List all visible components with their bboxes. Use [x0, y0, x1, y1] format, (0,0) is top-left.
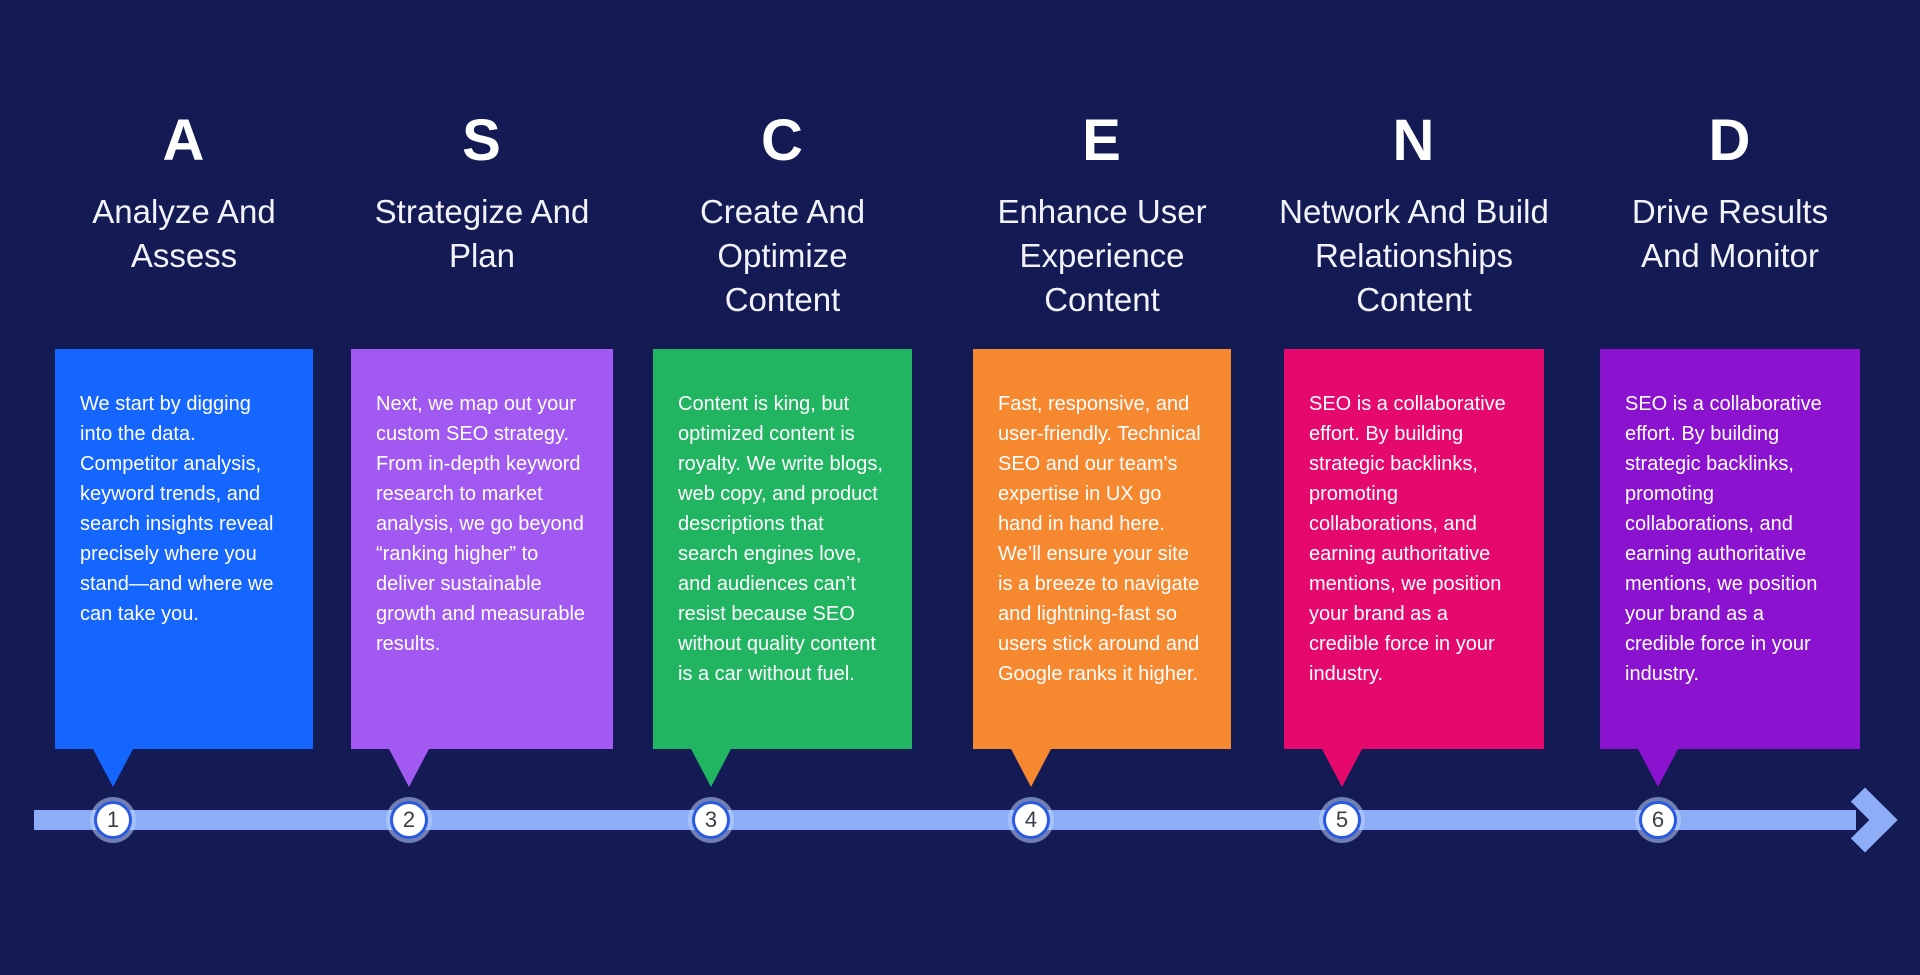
step-card: SEO is a collaborative effort. By buildi… [1600, 349, 1860, 787]
timeline-marker-3: 3 [692, 801, 730, 839]
step-title: Network And Build Relationships Content [1279, 193, 1549, 318]
timeline-marker-5: 5 [1323, 801, 1361, 839]
step-letter: A [162, 108, 206, 173]
step-letter: C [761, 108, 804, 173]
marker-number: 5 [1335, 807, 1349, 832]
timeline-marker-4: 4 [1012, 801, 1050, 839]
step-header: A Analyze And Assess [0, 112, 394, 278]
marker-number: 2 [402, 807, 416, 832]
timeline-marker-1: 1 [94, 801, 132, 839]
marker-number: 6 [1651, 807, 1665, 832]
step-title: Analyze And Assess [92, 193, 276, 274]
step-title: Enhance User Experience Content [997, 193, 1207, 318]
step-title: Strategize And Plan [374, 193, 590, 274]
step-column-strategize: S Strategize And Plan Next, we map out y… [351, 112, 613, 812]
step-card: Fast, responsive, and user-friendly. Tec… [973, 349, 1231, 787]
step-description: Content is king, but optimized content i… [678, 393, 883, 685]
step-header: N Network And Build Relationships Conten… [1204, 112, 1624, 322]
step-header: S Strategize And Plan [272, 112, 692, 278]
marker-number: 4 [1024, 807, 1038, 832]
step-card: Next, we map out your custom SEO strateg… [351, 349, 613, 787]
step-header: C Create And Optimize Content [573, 112, 993, 322]
marker-number: 1 [106, 807, 120, 832]
step-description: Next, we map out your custom SEO strateg… [376, 393, 586, 655]
step-column-enhance: E Enhance User Experience Content Fast, … [973, 112, 1231, 812]
step-letter: S [462, 108, 502, 173]
speech-bubble-tail [93, 749, 133, 787]
step-description: SEO is a collaborative effort. By buildi… [1625, 393, 1822, 685]
step-letter: E [1082, 108, 1122, 173]
timeline-bar [34, 810, 1856, 830]
step-card: SEO is a collaborative effort. By buildi… [1284, 349, 1544, 787]
step-header: D Drive Results And Monitor [1520, 112, 1920, 278]
step-card: Content is king, but optimized content i… [653, 349, 912, 787]
step-header: E Enhance User Experience Content [892, 112, 1312, 322]
speech-bubble-tail [389, 749, 429, 787]
step-description: We start by digging into the data. Compe… [80, 393, 274, 625]
step-card: We start by digging into the data. Compe… [55, 349, 313, 787]
step-description: Fast, responsive, and user-friendly. Tec… [998, 393, 1201, 685]
timeline-marker-6: 6 [1639, 801, 1677, 839]
speech-bubble-tail [1011, 749, 1051, 787]
marker-number: 3 [704, 807, 718, 832]
step-title: Drive Results And Monitor [1631, 193, 1829, 274]
step-letter: N [1392, 108, 1436, 173]
speech-bubble-tail [1322, 749, 1362, 787]
timeline-marker-2: 2 [390, 801, 428, 839]
step-column-drive: D Drive Results And Monitor SEO is a col… [1600, 112, 1860, 812]
step-letter: D [1708, 108, 1752, 173]
step-column-analyze: A Analyze And Assess We start by digging… [55, 112, 313, 812]
step-column-network: N Network And Build Relationships Conten… [1279, 112, 1549, 812]
step-column-create: C Create And Optimize Content Content is… [653, 112, 912, 812]
speech-bubble-tail [1638, 749, 1678, 787]
step-description: SEO is a collaborative effort. By buildi… [1309, 393, 1506, 685]
speech-bubble-tail [691, 749, 731, 787]
step-title: Create And Optimize Content [699, 193, 866, 318]
